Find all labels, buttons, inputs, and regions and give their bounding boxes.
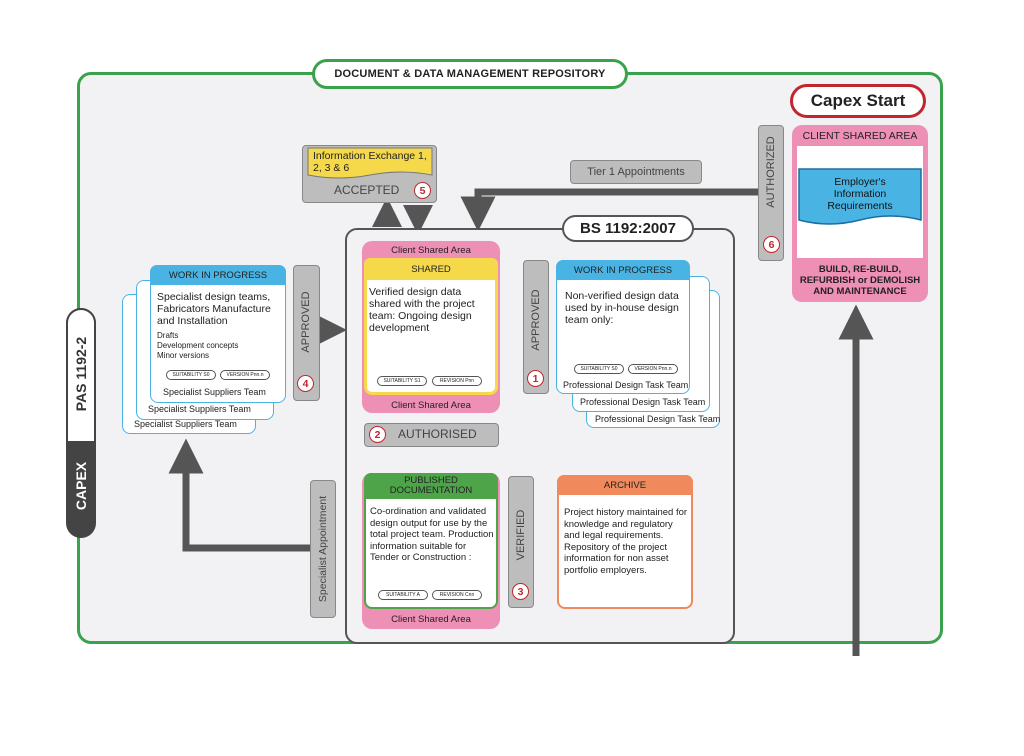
published-revision: REVISION Cnn [432,590,482,600]
tier1-appointments: Tier 1 Appointments [570,160,702,184]
wip-left-team-3: Specialist Suppliers Team [134,419,237,429]
wip-left-small-2: Development concepts [157,341,239,350]
verified-label: VERIFIED [515,509,527,561]
published-suitability: SUITABILITY A [378,590,428,600]
wip-right-team-3: Professional Design Task Team [595,414,721,424]
shared-suitability: SUITABILITY S1 [377,376,427,386]
capex-footer: BUILD, RE-BUILD, REFURBISH or DEMOLISH A… [799,263,921,297]
repository-title: DOCUMENT & DATA MANAGEMENT REPOSITORY [312,59,628,89]
wip-left-text: Specialist design teams, Fabricators Man… [157,291,271,327]
wip-right-team-2: Professional Design Task Team [580,397,706,407]
published-header: PUBLISHED DOCUMENTATION [364,473,498,499]
wip-right-header: WORK IN PROGRESS [556,260,690,280]
wip-right-text: Non-verified design data used by in-hous… [565,290,679,326]
specialist-appointment-label: Specialist Appointment [317,495,329,603]
wip-left-small-list: Drafts Development concepts Minor versio… [157,331,238,361]
accepted-label: ACCEPTED [334,183,400,197]
info-exchange-shape [307,147,433,179]
archive-text: Project history maintained for knowledge… [564,507,688,576]
wip-left-version: VERSION Pnn.n [220,370,270,380]
wip-right-suitability: SUITABILITY S0 [574,364,624,374]
step-number-2: 2 [369,426,386,443]
specialist-appointment-tab [310,480,336,618]
step-number-4: 4 [297,375,314,392]
bs1192-title: BS 1192:2007 [562,215,694,242]
wip-left-header: WORK IN PROGRESS [150,265,286,285]
shared-top-label: Client Shared Area [391,244,471,256]
side-pill-top [66,308,96,443]
eir-document-shape [798,168,922,225]
authorized-label: AUTHORIZED [765,136,777,208]
archive-header: ARCHIVE [557,475,693,495]
info-exchange-text: Information Exchange 1, 2, 3 & 6 [313,150,427,174]
wip-left-team-1: Specialist Suppliers Team [163,387,266,397]
approved-left-label: APPROVED [300,291,312,353]
published-bottom-label: Client Shared Area [391,613,471,625]
wip-right-version: VERSION Pnn.n [628,364,678,374]
step-number-1: 1 [527,370,544,387]
step-number-6: 6 [763,236,780,253]
wip-left-suitability: SUITABILITY S0 [166,370,216,380]
capex-start-title: Capex Start [790,84,926,118]
arrow-specialist [168,438,310,552]
approved-right-label: APPROVED [530,289,542,351]
shared-text: Verified design data shared with the pro… [369,286,475,334]
client-shared-area-label: CLIENT SHARED AREA [802,130,918,142]
step-number-3: 3 [512,583,529,600]
shared-revision: REVISION Pnn [432,376,482,386]
published-text: Co-ordination and validated design outpu… [370,506,494,563]
wip-left-small-3: Minor versions [157,351,210,360]
arrow-tier1 [460,188,758,232]
shared-header: SHARED [364,258,498,280]
shared-bottom-label: Client Shared Area [391,399,471,411]
step-number-5: 5 [414,182,431,199]
shared-card [364,258,498,395]
eir-text: Employer's Information Requirements [827,176,893,212]
authorised-box [364,423,499,447]
wip-left-team-2: Specialist Suppliers Team [148,404,251,414]
wip-left-small-1: Drafts [157,331,179,340]
authorised-label: AUTHORISED [398,427,477,441]
wip-right-team-1: Professional Design Task Team [563,380,689,390]
